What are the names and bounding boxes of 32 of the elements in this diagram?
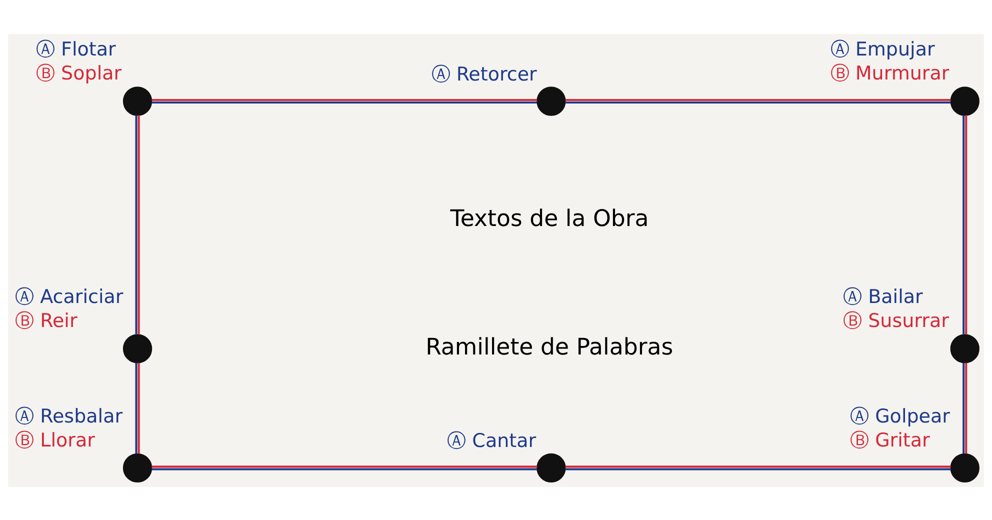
node-label: Ⓐ Bailar (843, 286, 923, 308)
node-label: Ⓑ Reir (15, 310, 78, 332)
node-label: Ⓐ Acariciar (15, 286, 124, 308)
label: Ramillete de Palabras (426, 334, 674, 360)
node-label: Ⓐ Flotar (36, 38, 116, 60)
node-circle (122, 452, 152, 482)
connector (135, 362, 140, 454)
node-circle (950, 452, 980, 482)
node-circle (536, 452, 566, 482)
connector (152, 98, 538, 104)
node-label: Ⓑ Susurrar (843, 310, 949, 332)
node-label: Ⓐ Retorcer (431, 62, 537, 85)
node-label: Ⓑ Llorar (15, 428, 95, 451)
node-circle (950, 334, 980, 363)
node-circle (122, 86, 152, 116)
label: Textos de la Obra (450, 206, 649, 232)
connector (962, 114, 968, 334)
node-label: Ⓑ Soplar (36, 62, 122, 84)
connector (565, 465, 951, 470)
node-label: Ⓐ Resbalar (15, 404, 123, 427)
node-label: Ⓐ Empujar (830, 38, 935, 60)
connector (135, 114, 140, 334)
connector (962, 362, 968, 454)
node-label: Ⓑ Murmurar (830, 62, 950, 84)
node-circle (122, 334, 152, 363)
node-label: Ⓐ Cantar (447, 430, 536, 452)
connector (565, 98, 951, 104)
node-label: Ⓐ Golpear (850, 404, 950, 427)
node-label: Ⓑ Gritar (850, 428, 930, 451)
node-circle (536, 86, 566, 116)
connector (152, 465, 538, 470)
node-circle (950, 86, 980, 116)
